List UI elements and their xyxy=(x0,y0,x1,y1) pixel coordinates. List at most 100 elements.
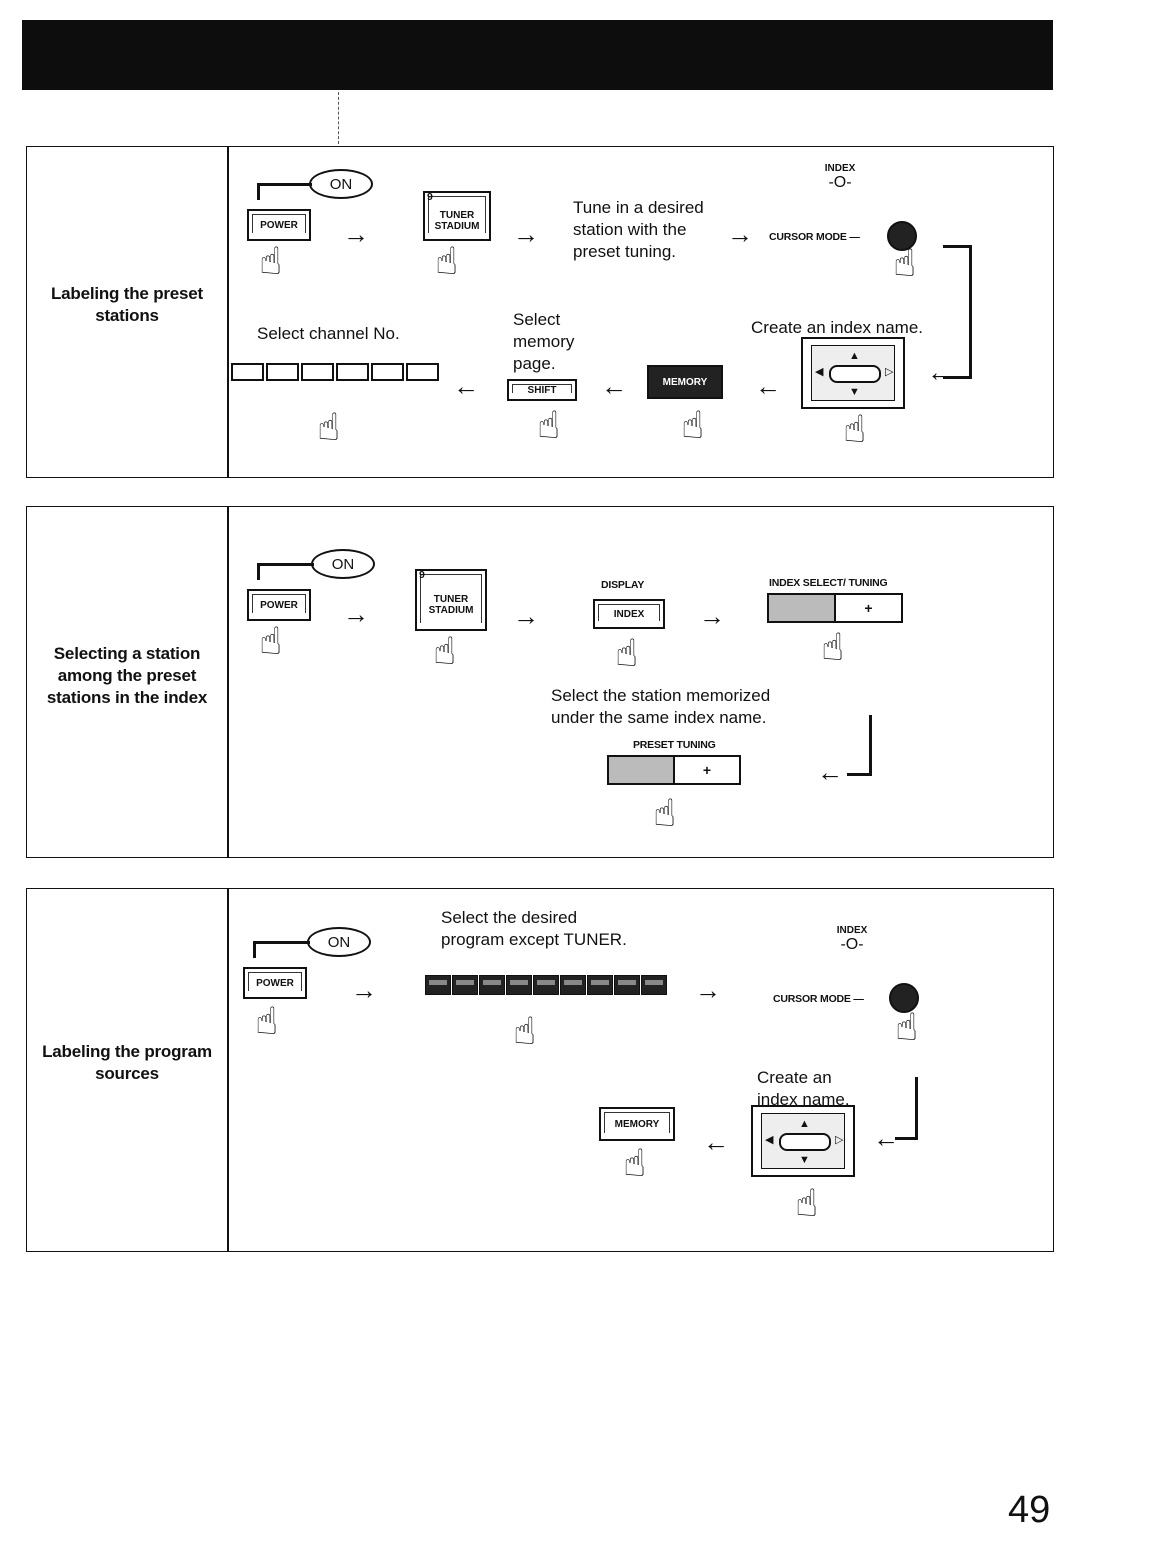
channel-key[interactable] xyxy=(406,363,439,381)
on-indicator: ON xyxy=(309,169,373,199)
arrow-down-icon: ▼ xyxy=(799,1154,810,1166)
source-button[interactable] xyxy=(452,975,478,995)
header-bar xyxy=(22,20,1053,90)
button-label: TUNER xyxy=(439,210,475,221)
title-line: sources xyxy=(95,1064,159,1083)
select-station-text: Select the station memorized under the s… xyxy=(551,685,770,729)
cursor-mode-label: CURSOR MODE — xyxy=(773,993,864,1005)
source-button[interactable] xyxy=(479,975,505,995)
section-labeling-preset-stations: Labeling the preset stations ON POWER ☝ … xyxy=(26,146,1054,478)
pointing-hand-icon: ☝ xyxy=(317,407,341,449)
lamp-glow-icon: -O- xyxy=(840,936,864,953)
cursor-mode-knob[interactable] xyxy=(889,983,919,1013)
index-select-tuning-button[interactable]: + xyxy=(767,593,903,623)
index-indicator-lamp: INDEX -O- xyxy=(827,925,877,953)
memory-button[interactable]: MEMORY xyxy=(599,1107,675,1141)
flow-bracket xyxy=(943,245,972,379)
display-label: DISPLAY xyxy=(601,579,645,591)
pointing-hand-icon: ☝ xyxy=(681,405,705,447)
arrow-right-small-icon: ▷ xyxy=(835,1134,844,1146)
text-line: Select the station memorized xyxy=(551,686,771,705)
create-index-text: Create an index name. xyxy=(757,1067,850,1111)
title-line: Selecting a station xyxy=(53,644,201,663)
pointing-hand-icon: ☝ xyxy=(513,1011,537,1053)
arrow-right-icon: → xyxy=(351,975,377,1005)
channel-key[interactable] xyxy=(231,363,264,381)
cursor-pad[interactable]: ▲ ▼ ◀ ▷ xyxy=(801,337,905,409)
minus-segment xyxy=(609,757,675,783)
preset-tuning-button[interactable]: + xyxy=(607,755,741,785)
pointing-hand-icon: ☝ xyxy=(537,405,561,447)
section-label-column: Labeling the program sources xyxy=(27,889,229,1251)
channel-key[interactable] xyxy=(336,363,369,381)
section-selecting-station-index: Selecting a station among the preset sta… xyxy=(26,506,1054,858)
title-line: Labeling the program xyxy=(42,1042,212,1061)
source-button[interactable] xyxy=(560,975,586,995)
tune-instruction: Tune in a desired station with the prese… xyxy=(573,197,704,263)
channel-key[interactable] xyxy=(371,363,404,381)
arrow-left-icon: ← xyxy=(601,371,627,401)
page-number: 49 xyxy=(1008,1489,1051,1531)
index-button[interactable]: INDEX xyxy=(593,599,665,629)
button-number: 9 xyxy=(419,569,425,581)
arrow-left-icon: ← xyxy=(817,757,843,787)
text-line: Select the desired xyxy=(441,908,578,927)
source-button[interactable] xyxy=(425,975,451,995)
tuner-stadium-button[interactable]: TUNER STADIUM xyxy=(423,191,491,241)
button-label: STADIUM xyxy=(434,221,480,232)
power-button[interactable]: POWER xyxy=(243,967,307,999)
tuner-stadium-button[interactable]: TUNER STADIUM xyxy=(415,569,487,631)
index-indicator-lamp: INDEX -O- xyxy=(815,163,865,191)
arrow-right-icon: → xyxy=(699,601,725,631)
arrow-right-icon: → xyxy=(513,601,539,631)
source-button[interactable] xyxy=(506,975,532,995)
arrow-left-icon: ← xyxy=(703,1127,729,1157)
section-title: Selecting a station among the preset sta… xyxy=(27,643,227,709)
pointing-hand-icon: ☝ xyxy=(433,631,457,673)
pointing-hand-icon: ☝ xyxy=(623,1143,647,1185)
on-indicator: ON xyxy=(307,927,371,957)
pointing-hand-icon: ☝ xyxy=(653,793,677,835)
source-button[interactable] xyxy=(614,975,640,995)
power-button[interactable]: POWER xyxy=(247,589,311,621)
source-button[interactable] xyxy=(533,975,559,995)
arrow-left-icon: ← xyxy=(453,371,479,401)
minus-segment xyxy=(769,595,836,621)
preset-tuning-label: PRESET TUNING xyxy=(633,739,716,751)
program-source-buttons xyxy=(425,975,667,995)
memory-button[interactable]: MEMORY xyxy=(647,365,723,399)
button-number: 9 xyxy=(427,191,433,203)
cursor-mode-knob[interactable] xyxy=(887,221,917,251)
channel-key[interactable] xyxy=(301,363,334,381)
source-button[interactable] xyxy=(641,975,667,995)
flow-bracket xyxy=(895,1077,918,1140)
arrow-right-icon: → xyxy=(343,219,369,249)
lamp-label: INDEX xyxy=(836,925,868,936)
pointing-hand-icon: ☝ xyxy=(821,627,845,669)
text-line: page. xyxy=(513,354,556,373)
arrow-left-icon: ← xyxy=(927,357,953,387)
shift-button[interactable]: SHIFT xyxy=(507,379,577,401)
arrow-up-icon: ▲ xyxy=(799,1118,810,1130)
section-labeling-program-sources: Labeling the program sources ON POWER ☝ … xyxy=(26,888,1054,1252)
arrow-left-small-icon: ◀ xyxy=(815,366,824,378)
arrow-left-icon: ← xyxy=(755,371,781,401)
pointing-hand-icon: ☝ xyxy=(435,241,459,283)
text-line: Select xyxy=(513,310,561,329)
button-label: STADIUM xyxy=(428,605,474,616)
text-line: under the same index name. xyxy=(551,708,767,727)
arrow-up-icon: ▲ xyxy=(849,350,860,362)
power-button[interactable]: POWER xyxy=(247,209,311,241)
lamp-glow-icon: -O- xyxy=(828,174,852,191)
select-channel-text: Select channel No. xyxy=(257,324,400,343)
cursor-pad[interactable]: ▲ ▼ ◀ ▷ xyxy=(751,1105,855,1177)
arrow-right-icon: → xyxy=(513,219,539,249)
arrow-left-icon: ← xyxy=(873,1123,899,1153)
source-button[interactable] xyxy=(587,975,613,995)
pointing-hand-icon: ☝ xyxy=(795,1183,819,1225)
channel-key[interactable] xyxy=(266,363,299,381)
select-program-text: Select the desired program except TUNER. xyxy=(441,907,627,951)
title-line: among the preset xyxy=(57,666,197,685)
pointing-hand-icon: ☝ xyxy=(259,621,283,663)
index-select-label: INDEX SELECT/ TUNING xyxy=(769,577,888,589)
